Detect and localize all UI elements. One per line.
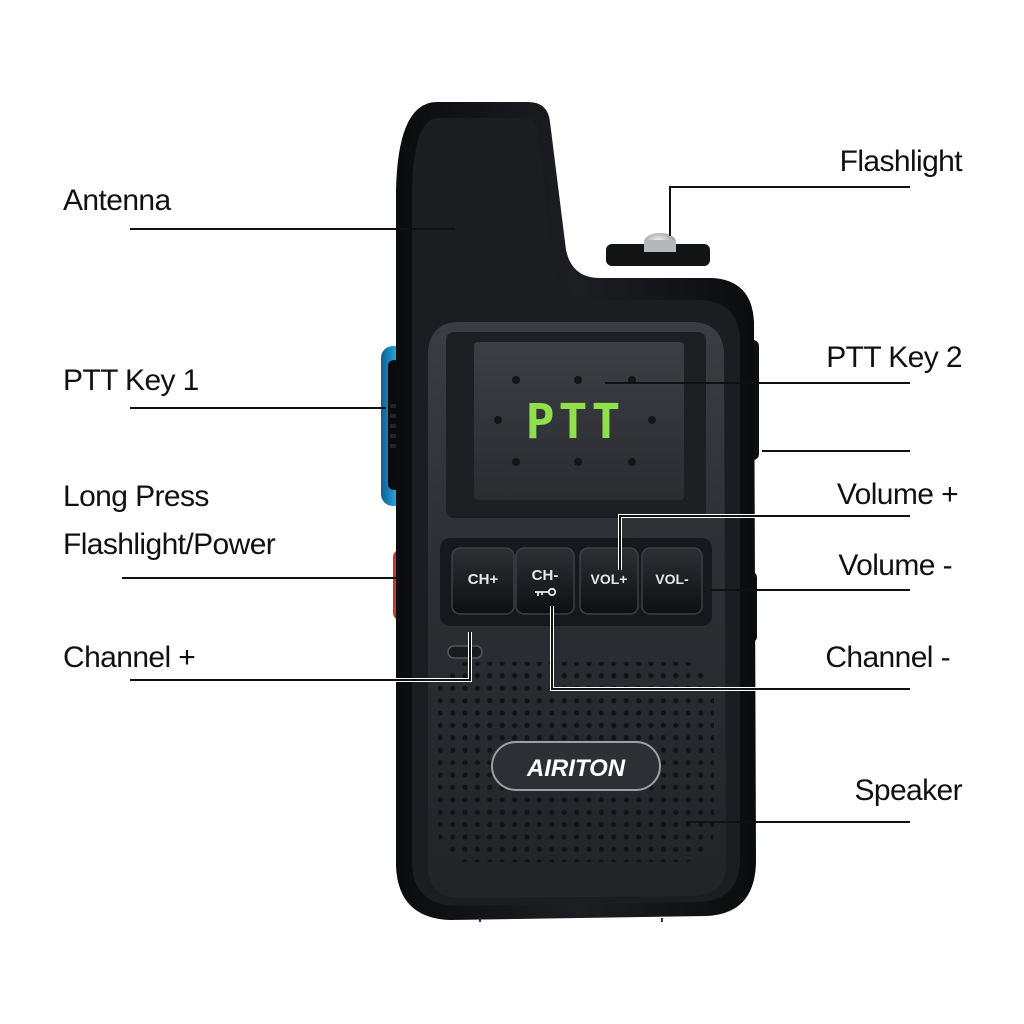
button-vol-minus: VOL- [641,547,703,615]
label-channel-minus: Channel - [825,641,950,674]
label-flashlight: Flashlight [839,145,963,178]
display-text: PTT [526,394,625,450]
brand-badge [491,741,661,791]
label-volume-plus: Volume + [836,478,959,511]
leader-flashlight [669,186,910,236]
label-long-press: Long Press [63,480,209,513]
button-vol-minus-label: VOL- [655,571,689,587]
flashlight-knob [606,233,710,266]
button-vol-plus: VOL+ [579,547,639,615]
label-volume-minus: Volume - [838,549,952,582]
leader-channel-plus-line [130,632,471,681]
label-channel-plus: Channel + [63,641,196,674]
label-antenna: Antenna [63,184,171,217]
indicator-led [447,645,483,659]
display-window [446,332,706,518]
button-ch-plus-label: CH+ [468,571,499,588]
label-ptt-key-2: PTT Key 2 [826,341,962,374]
brand-logo-text: AIRITON [526,755,626,782]
button-vol-plus-label: VOL+ [591,571,628,587]
label-speaker: Speaker [854,774,962,807]
leader-lines [122,186,910,823]
button-ch-minus: CH- [515,547,575,615]
label-flashlight-power: Flashlight/Power [63,528,276,561]
button-ch-minus-label: CH- [532,567,559,584]
key-lock-icon [535,587,557,597]
leader-volume-plus-line [619,515,910,570]
leader-channel-minus-line [551,606,910,690]
label-ptt-key-1: PTT Key 1 [63,364,199,397]
button-ch-plus: CH+ [451,547,515,615]
